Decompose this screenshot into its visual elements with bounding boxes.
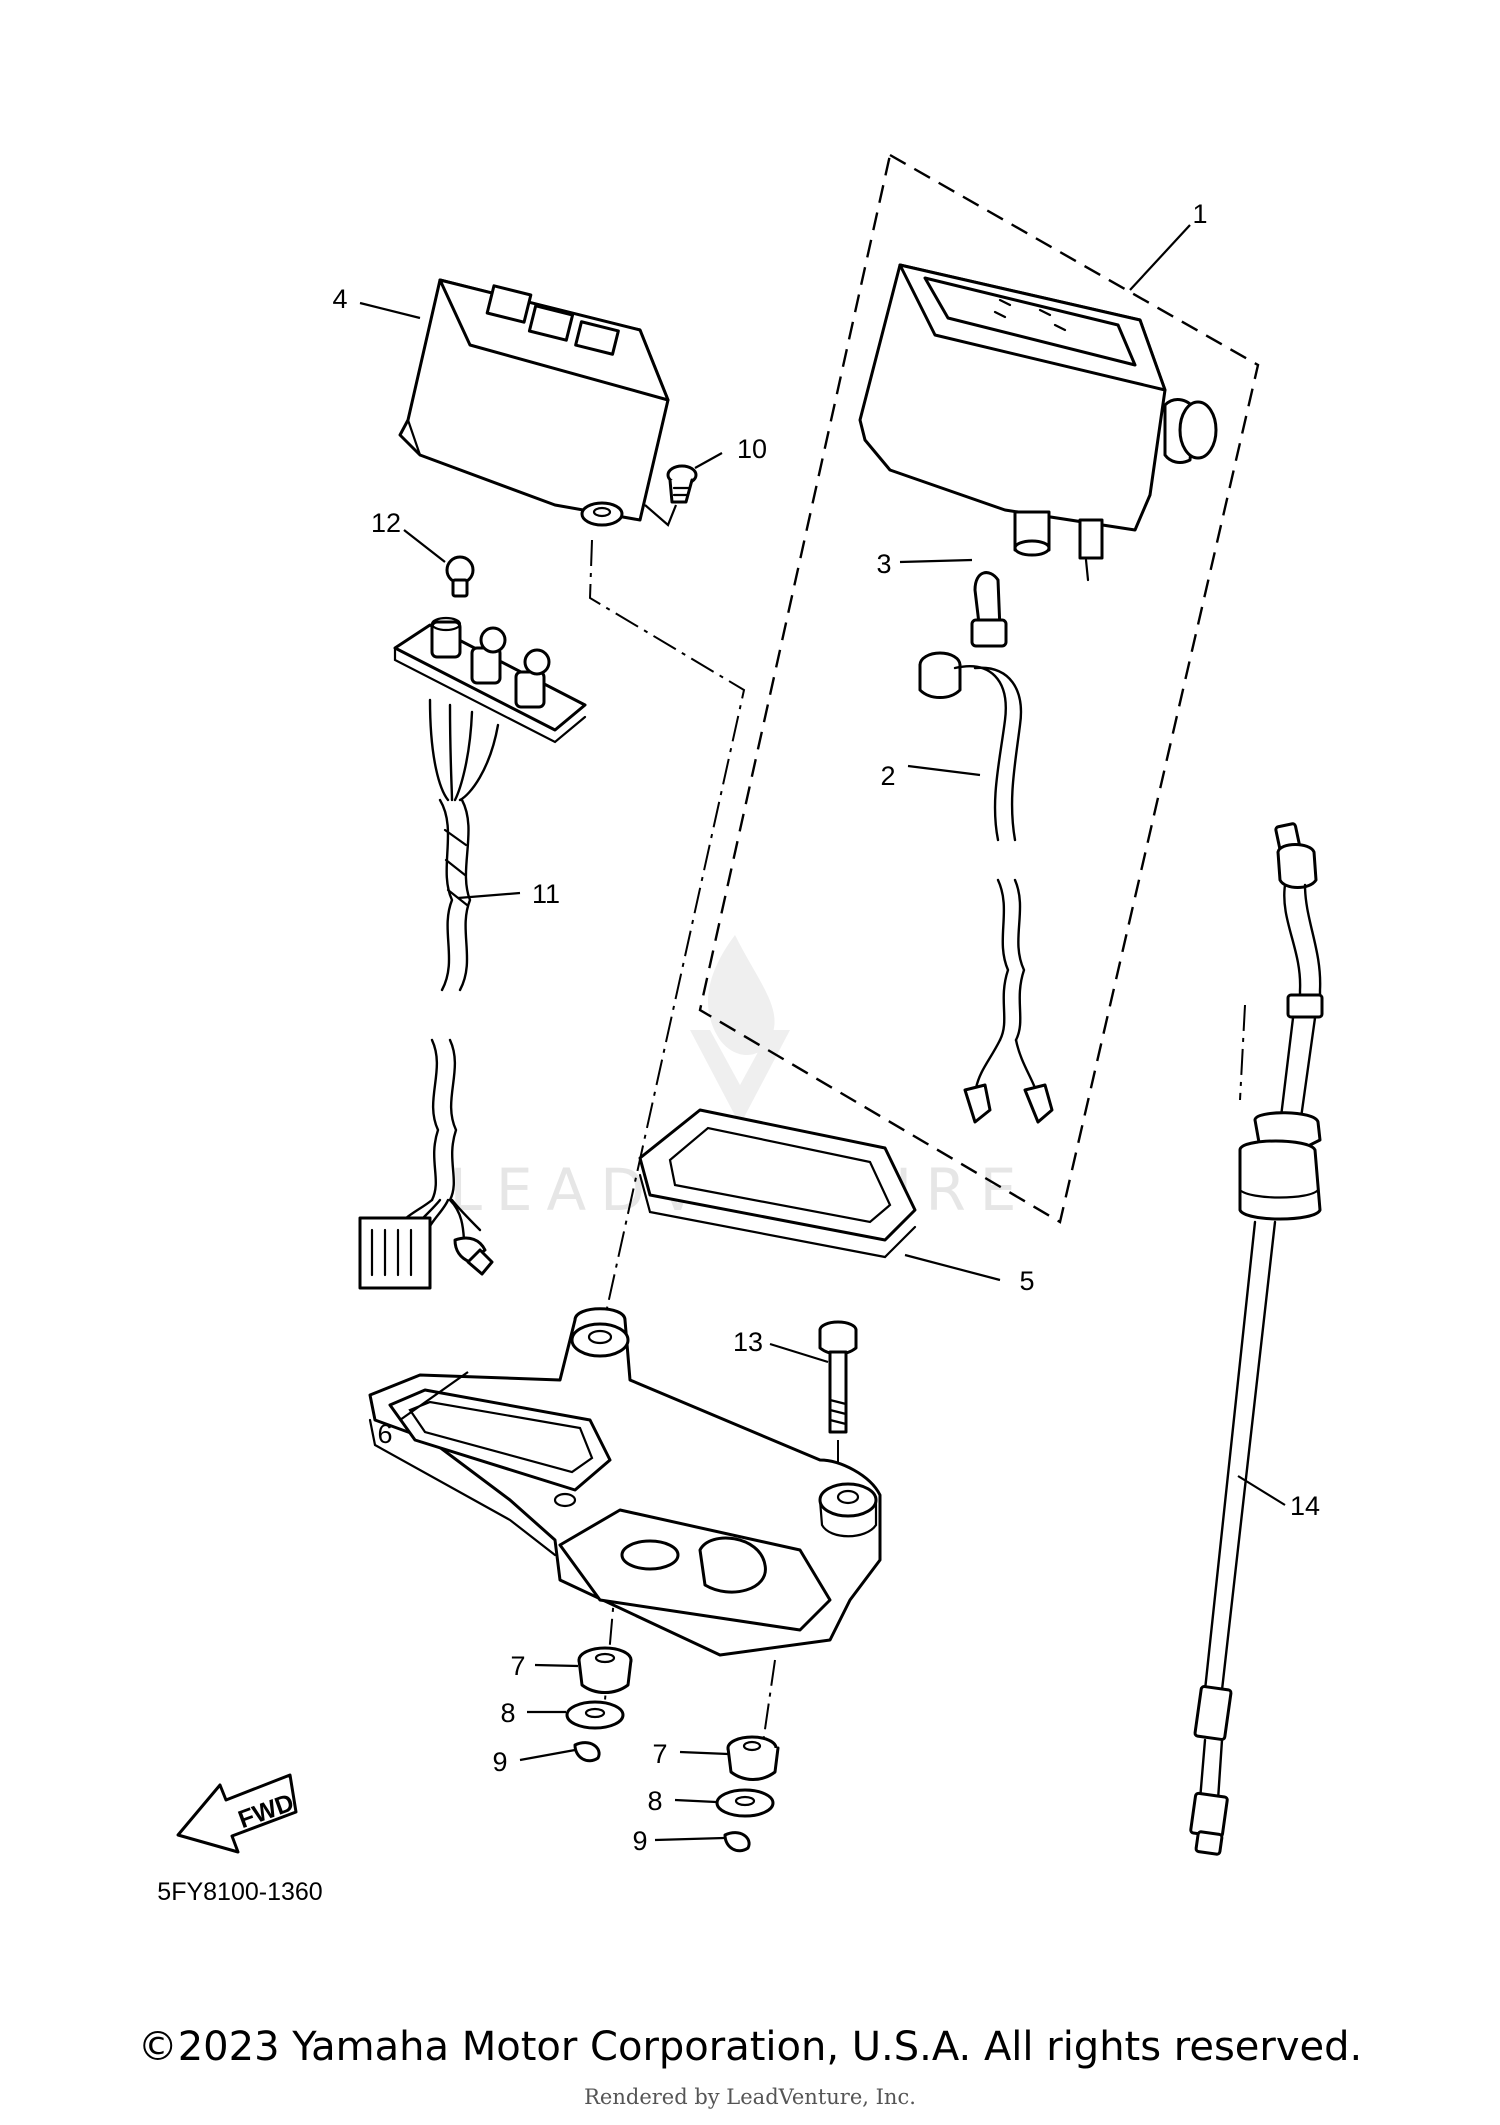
callout-7-right: 7	[652, 1739, 667, 1769]
part-6-bracket	[368, 1307, 882, 1657]
callout-2: 2	[880, 761, 895, 791]
part-1-meter-assembly	[858, 263, 1218, 582]
callout-8-left: 8	[500, 1698, 515, 1728]
part-5-gasket	[638, 1108, 917, 1259]
callout-8-right: 8	[647, 1786, 662, 1816]
callout-1: 1	[1192, 199, 1207, 229]
part-14-speedometer-cable	[1189, 822, 1324, 1856]
part-13-bolt	[818, 1320, 858, 1434]
fwd-arrow-icon: FWD	[176, 1773, 298, 1854]
callout-9-left: 9	[492, 1747, 507, 1777]
centerline-cable	[1239, 1004, 1246, 1101]
leader-lines	[359, 224, 1286, 1842]
callout-5: 5	[1019, 1266, 1034, 1296]
part-9-clip-left	[573, 1741, 601, 1763]
callout-14: 14	[1290, 1491, 1320, 1521]
part-7-grommet-left	[577, 1646, 633, 1694]
part-9-clip-right	[723, 1831, 751, 1853]
part-2-wire-harness	[918, 651, 1054, 1124]
diagram-code: 5FY8100-1360	[157, 1878, 322, 1906]
part-7-grommet-right	[726, 1735, 780, 1781]
part-8-washer-left	[565, 1700, 625, 1730]
callout-12: 12	[371, 508, 401, 538]
callout-10: 10	[737, 434, 767, 464]
callout-3: 3	[876, 549, 891, 579]
callout-6: 6	[377, 1419, 392, 1449]
part-12-bulb	[445, 555, 475, 598]
copyright-notice: ©2023 Yamaha Motor Corporation, U.S.A. A…	[137, 2024, 1363, 2070]
callout-labels: 1 2 3 4 5 6 7 7 8 8 9 9 10 11 12 13 14	[332, 199, 1320, 1856]
centerline-meter	[588, 539, 746, 1386]
part-3-bulb	[970, 571, 1008, 648]
rendered-by-notice: Rendered by LeadVenture, Inc.	[584, 2085, 916, 2109]
kit-boundary	[698, 153, 1260, 1224]
part-8-washer-right	[715, 1788, 775, 1818]
callout-11: 11	[532, 879, 560, 909]
callout-7-left: 7	[510, 1651, 525, 1681]
part-11-wire-harness	[358, 616, 587, 1290]
part-10-screw	[644, 464, 698, 527]
part-4-meter-case	[398, 278, 670, 527]
callout-4: 4	[332, 284, 347, 314]
callout-9-right: 9	[632, 1826, 647, 1856]
callout-13: 13	[733, 1327, 763, 1357]
centerline-bracket-right	[761, 1659, 776, 1751]
